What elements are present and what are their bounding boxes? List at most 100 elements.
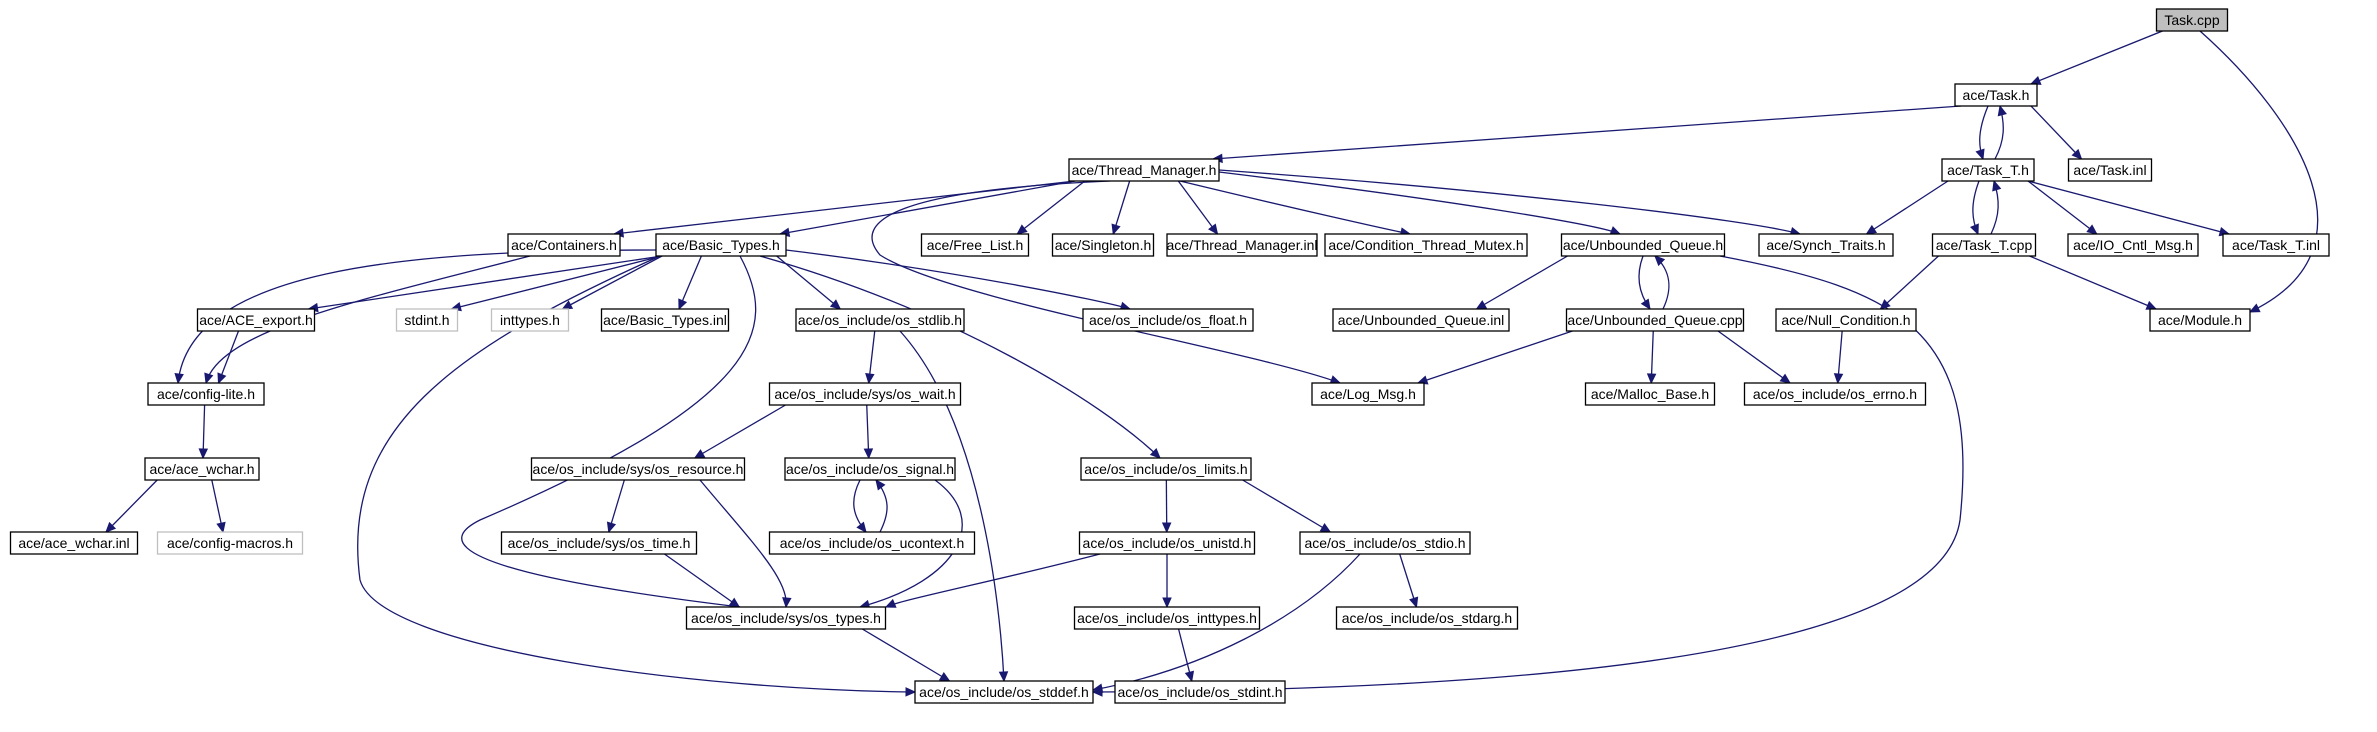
node-ace-os-include-sys-os-wait-h[interactable]: ace/os_include/sys/os_wait.h bbox=[768, 382, 962, 406]
node-ace-task-t-h[interactable]: ace/Task_T.h bbox=[1941, 158, 2035, 182]
node-label: ace/os_include/sys/os_wait.h bbox=[774, 386, 955, 402]
node-label: ace/ace_wchar.inl bbox=[18, 535, 129, 551]
node-ace-config-lite-h[interactable]: ace/config-lite.h bbox=[147, 382, 265, 406]
node-label: ace/Condition_Thread_Mutex.h bbox=[1328, 237, 1523, 253]
edge-line bbox=[1242, 479, 1331, 533]
edge-line bbox=[2027, 180, 2230, 235]
node-label: Task.cpp bbox=[2164, 12, 2219, 28]
node-ace-synch-traits-h[interactable]: ace/Synch_Traits.h bbox=[1758, 233, 1894, 257]
node-box bbox=[1775, 308, 1917, 332]
edge-arrowhead bbox=[1997, 104, 2007, 117]
node-ace-basic-types-inl[interactable]: ace/Basic_Types.inl bbox=[600, 308, 730, 332]
node-label: ace/os_include/os_errno.h bbox=[1753, 386, 1917, 402]
node-ace-task-inl[interactable]: ace/Task.inl bbox=[2067, 158, 2153, 182]
edge-arrowhead bbox=[998, 671, 1009, 683]
node-box bbox=[914, 680, 1094, 704]
node-label: ace/os_include/os_stdio.h bbox=[1304, 535, 1465, 551]
edge-line bbox=[1866, 180, 1949, 235]
edge-arrowhead bbox=[693, 449, 706, 459]
node-ace-containers-h[interactable]: ace/Containers.h bbox=[507, 233, 621, 257]
node-label: ace/os_include/sys/os_time.h bbox=[508, 535, 691, 551]
edge-ace-ace-wchar-h-to-ace-ace-wchar-inl bbox=[105, 479, 158, 533]
node-ace-basic-types-h[interactable]: ace/Basic_Types.h bbox=[655, 233, 787, 257]
edge-ace-task-h-to-ace-task-t-h bbox=[1975, 105, 1989, 161]
edge-ace-unbounded-queue-cpp-to-ace-os-include-os-errno-h bbox=[1717, 330, 1791, 384]
node-ace-os-include-os-stdlib-h[interactable]: ace/os_include/os_stdlib.h bbox=[795, 308, 965, 332]
edge-line bbox=[461, 255, 757, 608]
edge-ace-ace-export-h-to-ace-config-lite-h bbox=[217, 330, 240, 385]
node-task-cpp[interactable]: Task.cpp bbox=[2155, 8, 2229, 32]
node-ace-thread-manager-h[interactable]: ace/Thread_Manager.h bbox=[1068, 158, 1220, 182]
node-ace-os-include-os-inttypes-h[interactable]: ace/os_include/os_inttypes.h bbox=[1073, 606, 1261, 630]
node-label: ace/os_include/sys/os_types.h bbox=[691, 610, 881, 626]
node-ace-os-include-sys-os-types-h[interactable]: ace/os_include/sys/os_types.h bbox=[685, 606, 887, 630]
node-box bbox=[1166, 233, 1318, 257]
edge-ace-task-t-h-to-ace-io-cntl-msg-h bbox=[2027, 180, 2098, 235]
node-label: ace/os_include/os_stdarg.h bbox=[1342, 610, 1512, 626]
node-ace-unbounded-queue-cpp[interactable]: ace/Unbounded_Queue.cpp bbox=[1565, 308, 1745, 332]
edge-task-cpp-to-ace-task-h bbox=[2029, 30, 2163, 85]
node-ace-os-include-os-unistd-h[interactable]: ace/os_include/os_unistd.h bbox=[1078, 531, 1256, 555]
node-label: ace/os_include/os_float.h bbox=[1089, 312, 1247, 328]
node-ace-os-include-os-stdarg-h[interactable]: ace/os_include/os_stdarg.h bbox=[1335, 606, 1519, 630]
node-ace-null-condition-h[interactable]: ace/Null_Condition.h bbox=[1775, 308, 1917, 332]
node-box bbox=[1324, 233, 1528, 257]
node-ace-os-include-os-signal-h[interactable]: ace/os_include/os_signal.h bbox=[784, 457, 956, 481]
node-ace-os-include-os-stddef-h[interactable]: ace/os_include/os_stddef.h bbox=[914, 680, 1094, 704]
node-box bbox=[768, 382, 962, 406]
node-label: ace/os_include/os_unistd.h bbox=[1083, 535, 1252, 551]
node-ace-os-include-sys-os-resource-h[interactable]: ace/os_include/sys/os_resource.h bbox=[530, 457, 746, 481]
node-ace-io-cntl-msg-h[interactable]: ace/IO_Cntl_Msg.h bbox=[2067, 233, 2199, 257]
node-ace-ace-wchar-h[interactable]: ace/ace_wchar.h bbox=[144, 457, 260, 481]
edge-ace-os-include-sys-os-time-h-to-ace-os-include-sys-os-types-h bbox=[664, 553, 741, 608]
edge-ace-task-h-to-ace-task-inl bbox=[2030, 105, 2083, 160]
node-ace-os-include-os-errno-h[interactable]: ace/os_include/os_errno.h bbox=[1743, 382, 1927, 406]
node-ace-os-include-os-ucontext-h[interactable]: ace/os_include/os_ucontext.h bbox=[768, 531, 976, 555]
node-ace-ace-wchar-inl[interactable]: ace/ace_wchar.inl bbox=[9, 531, 139, 555]
edge-line bbox=[2030, 30, 2163, 85]
node-ace-malloc-base-h[interactable]: ace/Malloc_Base.h bbox=[1584, 382, 1716, 406]
node-ace-thread-manager-inl[interactable]: ace/Thread_Manager.inl bbox=[1166, 233, 1318, 257]
node-ace-condition-thread-mutex-h[interactable]: ace/Condition_Thread_Mutex.h bbox=[1324, 233, 1528, 257]
node-ace-free-list-h[interactable]: ace/Free_List.h bbox=[920, 233, 1030, 257]
edge-ace-basic-types-h-to-ace-os-include-os-limits-h bbox=[759, 255, 1161, 459]
edge-line bbox=[1212, 105, 1962, 160]
edge-ace-os-include-os-stdio-h-to-ace-os-include-os-stdarg-h bbox=[1399, 553, 1419, 609]
edge-line bbox=[871, 180, 1341, 384]
node-ace-task-t-cpp[interactable]: ace/Task_T.cpp bbox=[1931, 233, 2037, 257]
node-ace-log-msg-h[interactable]: ace/Log_Msg.h bbox=[1311, 382, 1425, 406]
node-box bbox=[2149, 308, 2251, 332]
edge-line bbox=[1177, 180, 1219, 235]
edge-line bbox=[1654, 255, 1670, 310]
node-label: stdint.h bbox=[404, 312, 449, 328]
node-ace-ace-export-h[interactable]: ace/ACE_export.h bbox=[196, 308, 316, 332]
node-ace-os-include-os-stdio-h[interactable]: ace/os_include/os_stdio.h bbox=[1299, 531, 1471, 555]
edge-arrowhead bbox=[1162, 597, 1172, 609]
edge-arrowhead bbox=[865, 373, 875, 385]
edge-ace-unbounded-queue-h-to-ace-unbounded-queue-cpp bbox=[1638, 255, 1651, 311]
edge-arrowhead bbox=[678, 298, 688, 311]
node-ace-os-include-os-limits-h[interactable]: ace/os_include/os_limits.h bbox=[1080, 457, 1252, 481]
node-box bbox=[685, 606, 887, 630]
node-ace-os-include-os-float-h[interactable]: ace/os_include/os_float.h bbox=[1082, 308, 1254, 332]
edge-arrowhead bbox=[1992, 179, 2002, 192]
edge-line bbox=[776, 255, 841, 310]
node-ace-task-t-inl[interactable]: ace/Task_T.inl bbox=[2222, 233, 2330, 257]
node-ace-os-include-os-stdint-h[interactable]: ace/os_include/os_stdint.h bbox=[1114, 680, 1286, 704]
node-ace-singleton-h[interactable]: ace/Singleton.h bbox=[1051, 233, 1155, 257]
node-ace-task-h[interactable]: ace/Task.h bbox=[1954, 83, 2038, 107]
node-box bbox=[530, 457, 746, 481]
node-label: ace/Synch_Traits.h bbox=[1766, 237, 1885, 253]
edge-arrowhead bbox=[1654, 255, 1666, 267]
node-ace-unbounded-queue-h[interactable]: ace/Unbounded_Queue.h bbox=[1560, 233, 1726, 257]
node-ace-os-include-sys-os-time-h[interactable]: ace/os_include/sys/os_time.h bbox=[500, 531, 698, 555]
node-box bbox=[147, 382, 265, 406]
node-label: ace/Null_Condition.h bbox=[1781, 312, 1910, 328]
node-ace-unbounded-queue-inl[interactable]: ace/Unbounded_Queue.inl bbox=[1332, 308, 1510, 332]
node-ace-module-h[interactable]: ace/Module.h bbox=[2149, 308, 2251, 332]
edge-arrowhead bbox=[216, 521, 226, 534]
edge-line bbox=[1717, 330, 1791, 384]
edge-ace-unbounded-queue-h-to-ace-unbounded-queue-inl bbox=[1475, 255, 1568, 310]
node-box bbox=[500, 531, 698, 555]
node-box bbox=[655, 233, 787, 257]
